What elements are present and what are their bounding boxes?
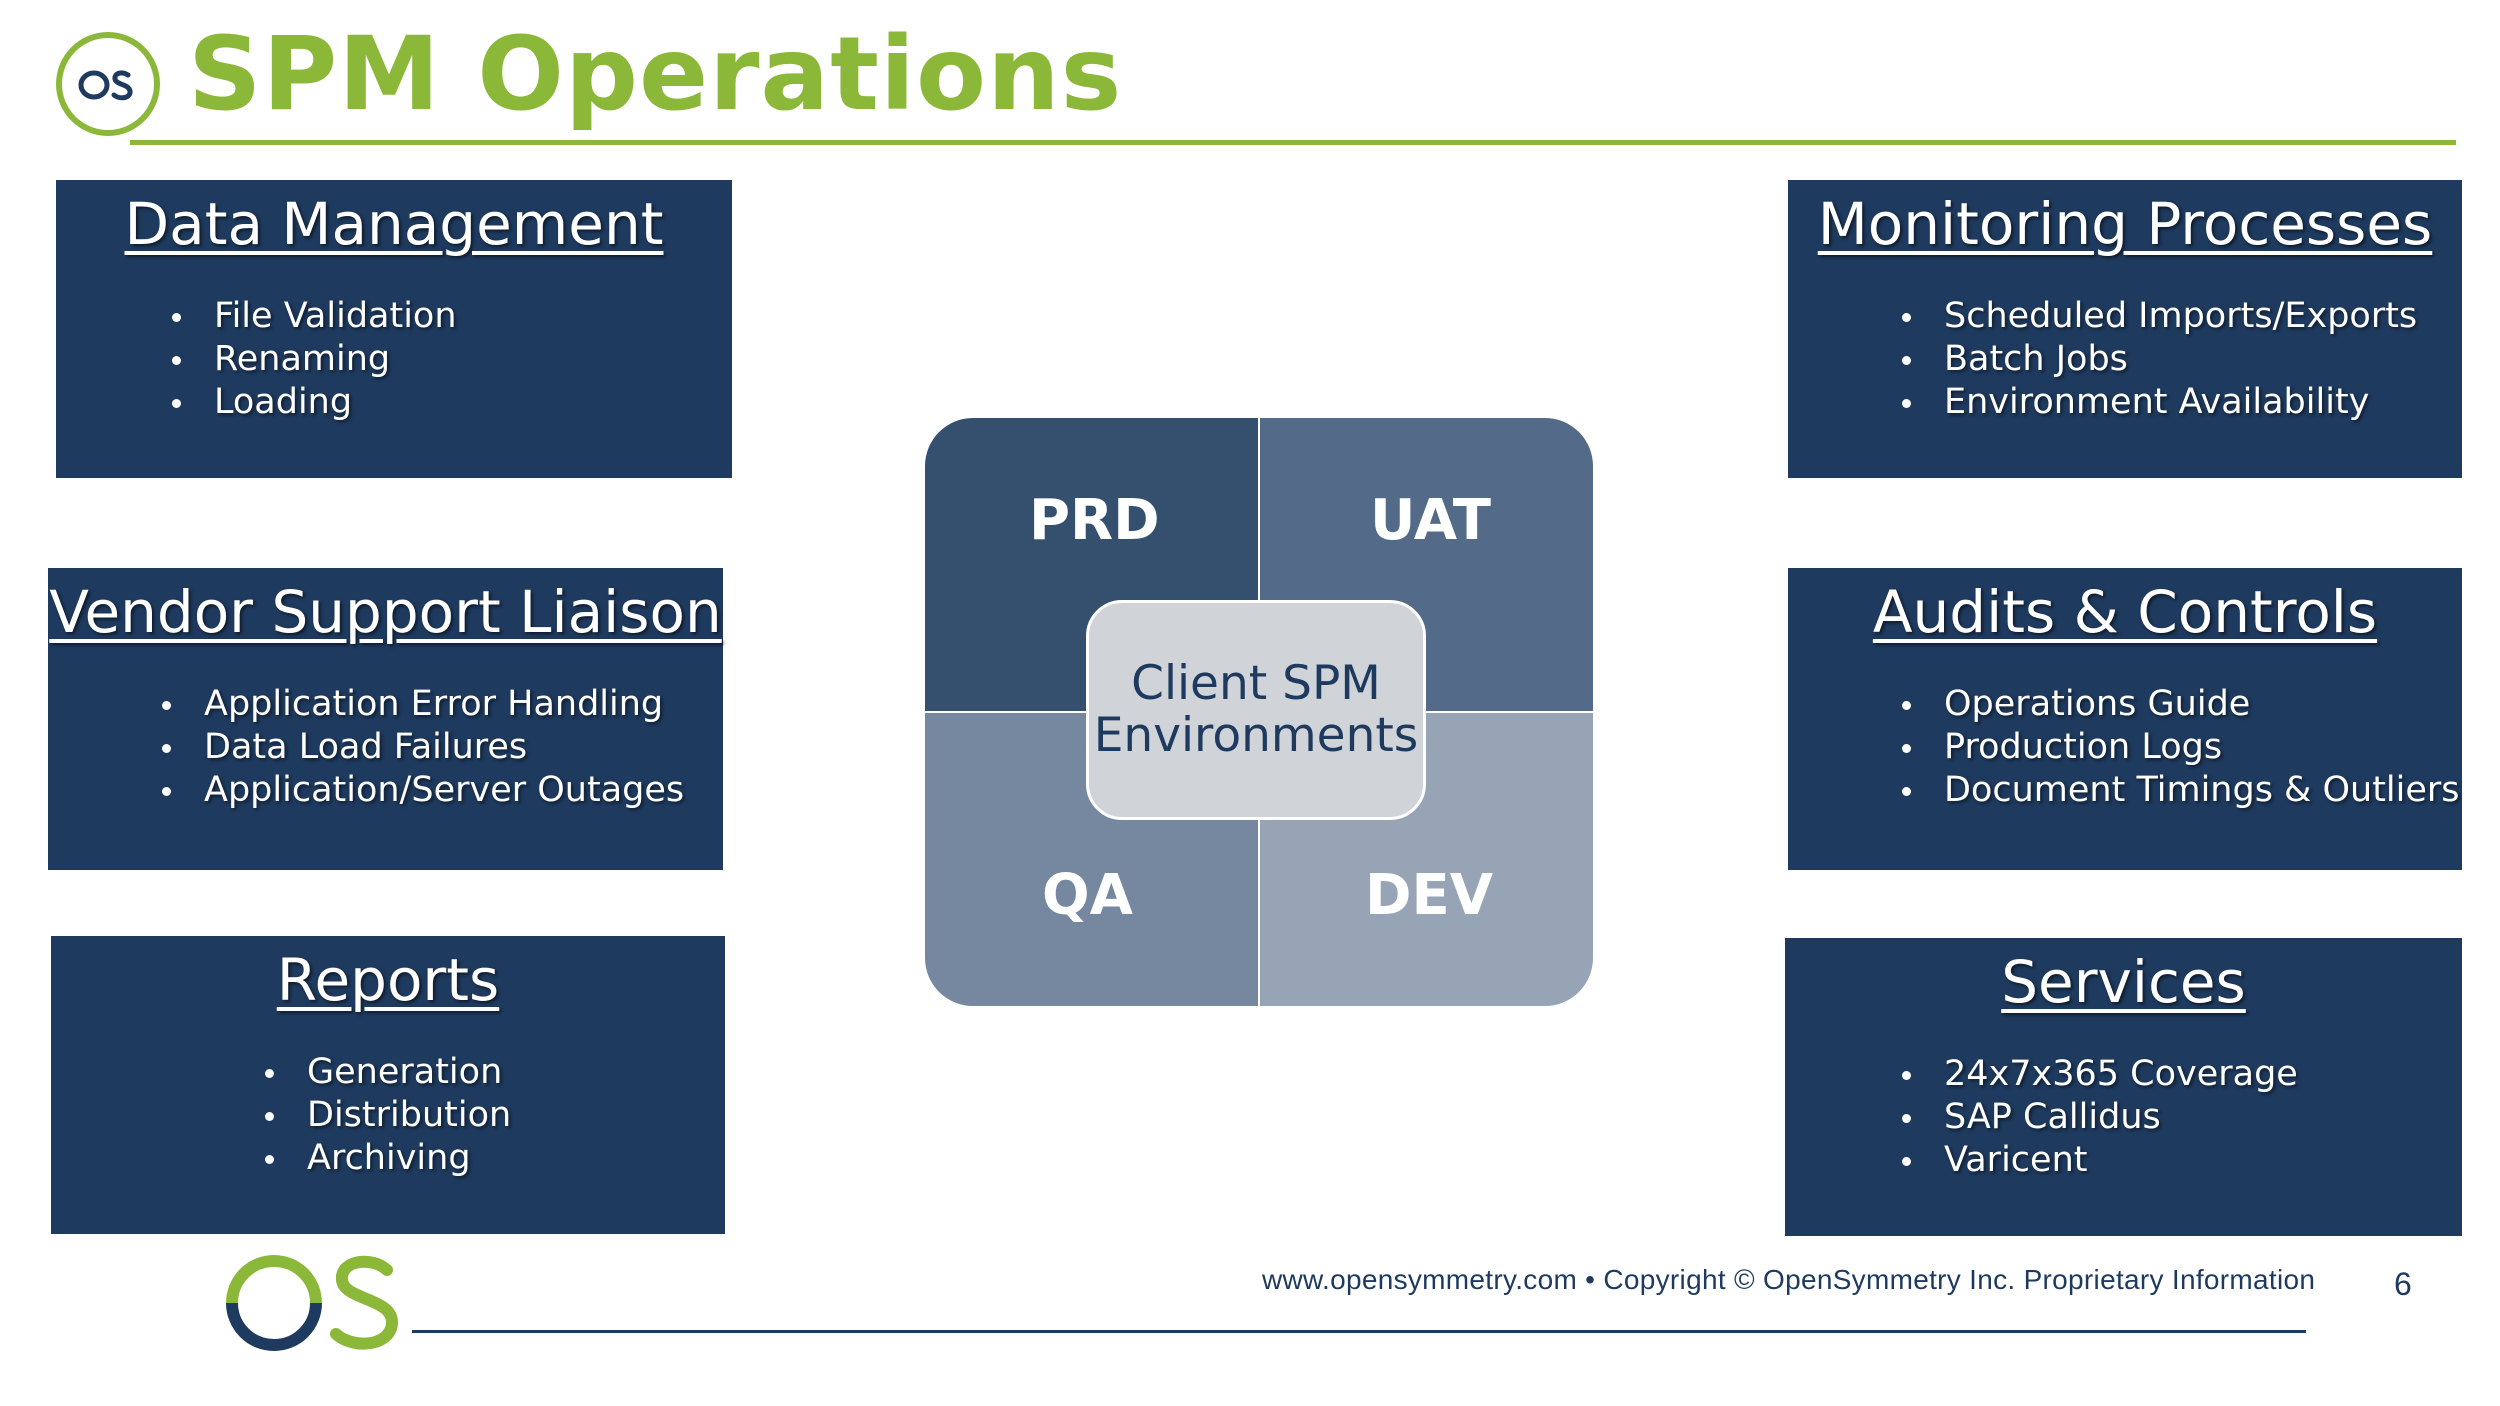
list-item: Application/Server Outages xyxy=(158,769,684,812)
reports-box: Reports Generation Distribution Archivin… xyxy=(51,936,725,1234)
audits-list: Operations Guide Production Logs Documen… xyxy=(1898,683,2460,812)
footer-divider xyxy=(412,1330,2306,1333)
list-item: Renaming xyxy=(168,338,457,381)
list-item: Loading xyxy=(168,381,457,424)
env-label-uat: UAT xyxy=(1370,488,1491,553)
footer-copyright: www.opensymmetry.com • Copyright © OpenS… xyxy=(1262,1264,2316,1295)
vendor-support-box: Vendor Support Liaison Application Error… xyxy=(48,568,723,870)
reports-list: Generation Distribution Archiving xyxy=(261,1051,511,1180)
page-number: 6 xyxy=(2394,1266,2412,1302)
vendor-support-list: Application Error Handling Data Load Fai… xyxy=(158,683,684,812)
box-title: Monitoring Processes xyxy=(1817,190,2433,258)
audits-box: Audits & Controls Operations Guide Produ… xyxy=(1788,568,2462,870)
env-label-qa: QA xyxy=(1042,863,1133,928)
services-box: Services 24x7x365 Coverage SAP Callidus … xyxy=(1785,938,2462,1236)
box-title: Vendor Support Liaison xyxy=(49,578,722,646)
list-item: Archiving xyxy=(261,1137,511,1180)
center-label-line2: Environments xyxy=(1093,708,1419,763)
box-title: Data Management xyxy=(124,190,664,258)
env-label-prd: PRD xyxy=(1029,488,1160,553)
list-item: Document Timings & Outliers xyxy=(1898,769,2460,812)
list-item: File Validation xyxy=(168,295,457,338)
box-title: Audits & Controls xyxy=(1872,578,2378,646)
list-item: Generation xyxy=(261,1051,511,1094)
header-logo xyxy=(56,32,160,136)
os-logo-icon xyxy=(78,70,133,101)
list-item: Production Logs xyxy=(1898,726,2460,769)
box-title: Reports xyxy=(276,946,500,1014)
monitoring-box: Monitoring Processes Scheduled Imports/E… xyxy=(1788,180,2462,478)
list-item: Environment Availability xyxy=(1898,381,2417,424)
data-management-list: File Validation Renaming Loading xyxy=(168,295,457,424)
list-item: SAP Callidus xyxy=(1898,1096,2298,1139)
box-title: Services xyxy=(2001,948,2246,1016)
list-item: Batch Jobs xyxy=(1898,338,2417,381)
data-management-box: Data Management File Validation Renaming… xyxy=(56,180,732,478)
list-item: Scheduled Imports/Exports xyxy=(1898,295,2417,338)
center-label-line1: Client SPM xyxy=(1131,656,1381,711)
title-divider xyxy=(130,140,2456,145)
list-item: Data Load Failures xyxy=(158,726,684,769)
list-item: Application Error Handling xyxy=(158,683,684,726)
list-item: Varicent xyxy=(1898,1139,2298,1182)
client-spm-environments-box: Client SPM Environments xyxy=(1086,600,1426,820)
env-label-dev: DEV xyxy=(1365,863,1494,928)
monitoring-list: Scheduled Imports/Exports Batch Jobs Env… xyxy=(1898,295,2417,424)
list-item: Operations Guide xyxy=(1898,683,2460,726)
list-item: Distribution xyxy=(261,1094,511,1137)
os-logo-icon xyxy=(226,1255,399,1351)
list-item: 24x7x365 Coverage xyxy=(1898,1053,2298,1096)
page-title: SPM Operations xyxy=(188,15,1123,134)
services-list: 24x7x365 Coverage SAP Callidus Varicent xyxy=(1898,1053,2298,1182)
